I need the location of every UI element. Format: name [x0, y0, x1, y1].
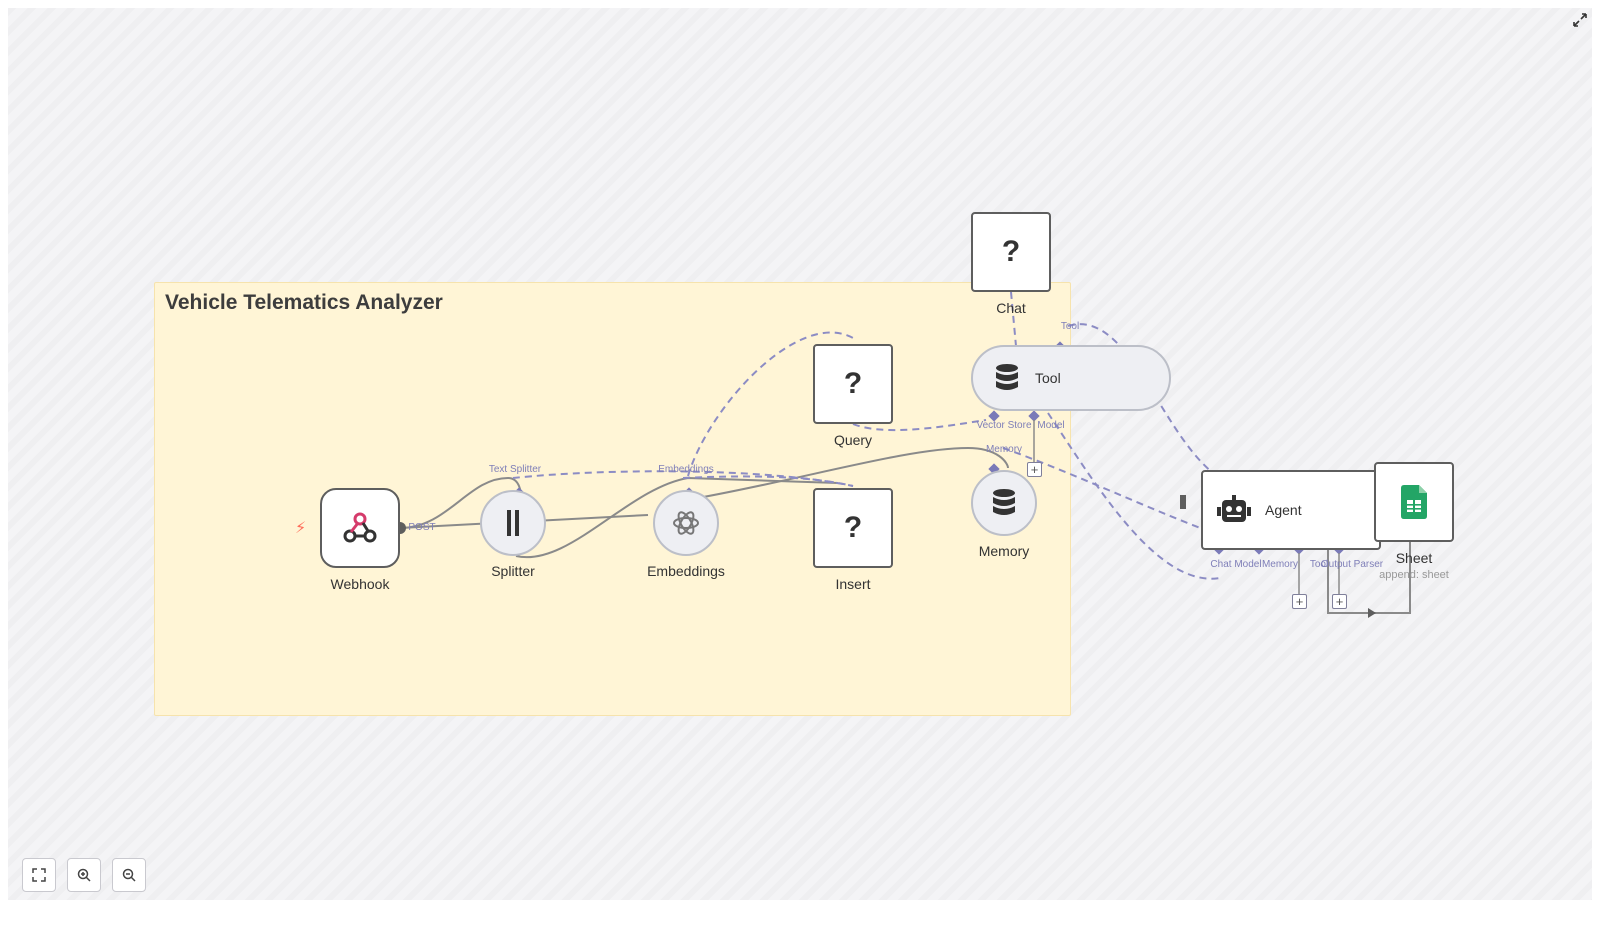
webhook-node[interactable] [320, 488, 400, 568]
add-model-button[interactable]: + [1027, 462, 1042, 477]
add-tool-button[interactable]: + [1292, 594, 1307, 609]
insert-node-label: Insert [835, 576, 871, 592]
connections-layer [394, 291, 1444, 618]
sheet-node-label: Sheet [1395, 550, 1433, 566]
tool-node[interactable]: Tool [971, 345, 1171, 411]
webhook-node-label: Webhook [330, 576, 390, 592]
zoom-in-button[interactable] [67, 858, 101, 892]
agent-node[interactable]: Agent [1201, 470, 1381, 550]
sticky-note-title: Vehicle Telematics Analyzer [165, 291, 443, 314]
fit-view-icon [32, 868, 46, 882]
splitter-node-label: Splitter [491, 563, 535, 579]
embeddings-node[interactable] [653, 490, 719, 556]
splitter-node[interactable] [480, 490, 546, 556]
memory-node-label: Memory [978, 543, 1030, 559]
workflow-canvas[interactable]: Vehicle Telematics Analyzer [8, 8, 1592, 900]
webhook-icon [343, 512, 377, 543]
agent-port-output-parser: Output Parser [1320, 559, 1384, 570]
google-sheets-icon [1401, 485, 1427, 519]
chat-node[interactable]: ? [971, 212, 1051, 292]
agent-node-label: Agent [1265, 502, 1302, 518]
edge-embeddings-insert-dashed [682, 475, 854, 487]
trigger-bolt-icon: ⚡ [295, 520, 307, 537]
sheet-node[interactable] [1374, 462, 1454, 542]
sheet-node-subtitle: append: sheet [1379, 569, 1449, 581]
tool-port-label: Tool [1060, 321, 1080, 332]
edge-query-vectorstore [852, 419, 987, 432]
fullscreen-icon [1573, 13, 1587, 27]
tool-node-label: Tool [1035, 370, 1061, 386]
splitter-input-label: Text Splitter [488, 464, 542, 475]
unknown-node-icon: ? [843, 511, 863, 544]
query-node-label: Query [833, 432, 873, 448]
insert-node[interactable]: ? [813, 488, 893, 568]
edge-splitter-insert [515, 476, 839, 559]
webhook-output-label: POST [408, 522, 436, 533]
edge-embeddings-query [687, 331, 854, 477]
agent-port-memory: Memory [1261, 559, 1299, 570]
edge-model-agent [1047, 412, 1221, 580]
embeddings-input-label: Embeddings [658, 464, 714, 475]
model-port-label: Model [1037, 420, 1065, 431]
unknown-node-icon: ? [1001, 235, 1021, 268]
fit-view-button[interactable] [22, 858, 56, 892]
chat-node-label: Chat [996, 300, 1026, 316]
fullscreen-button[interactable] [1572, 12, 1590, 30]
add-output-parser-button[interactable]: + [1332, 594, 1347, 609]
embeddings-node-label: Embeddings [647, 563, 725, 579]
robot-icon [1217, 495, 1251, 522]
memory-node[interactable] [971, 470, 1037, 536]
edge-embeddings-memory [697, 446, 1009, 499]
database-icon [993, 489, 1015, 515]
unknown-node-icon: ? [843, 367, 863, 400]
agent-port-tool: Tool [1309, 559, 1329, 570]
edge-chat-tool [1010, 291, 1017, 347]
vector-store-port-label: Vector Store [976, 420, 1032, 431]
memory-port-label: Memory [985, 444, 1023, 455]
sticky-note[interactable]: Vehicle Telematics Analyzer [154, 282, 1071, 716]
openai-icon [673, 511, 699, 535]
splitter-icon [507, 510, 519, 536]
zoom-out-button[interactable] [112, 858, 146, 892]
agent-port-chat-model: Chat Model [1210, 559, 1262, 570]
zoom-in-icon [77, 868, 91, 882]
zoom-out-icon [122, 868, 136, 882]
database-icon [996, 364, 1018, 390]
query-node[interactable]: ? [813, 344, 893, 424]
